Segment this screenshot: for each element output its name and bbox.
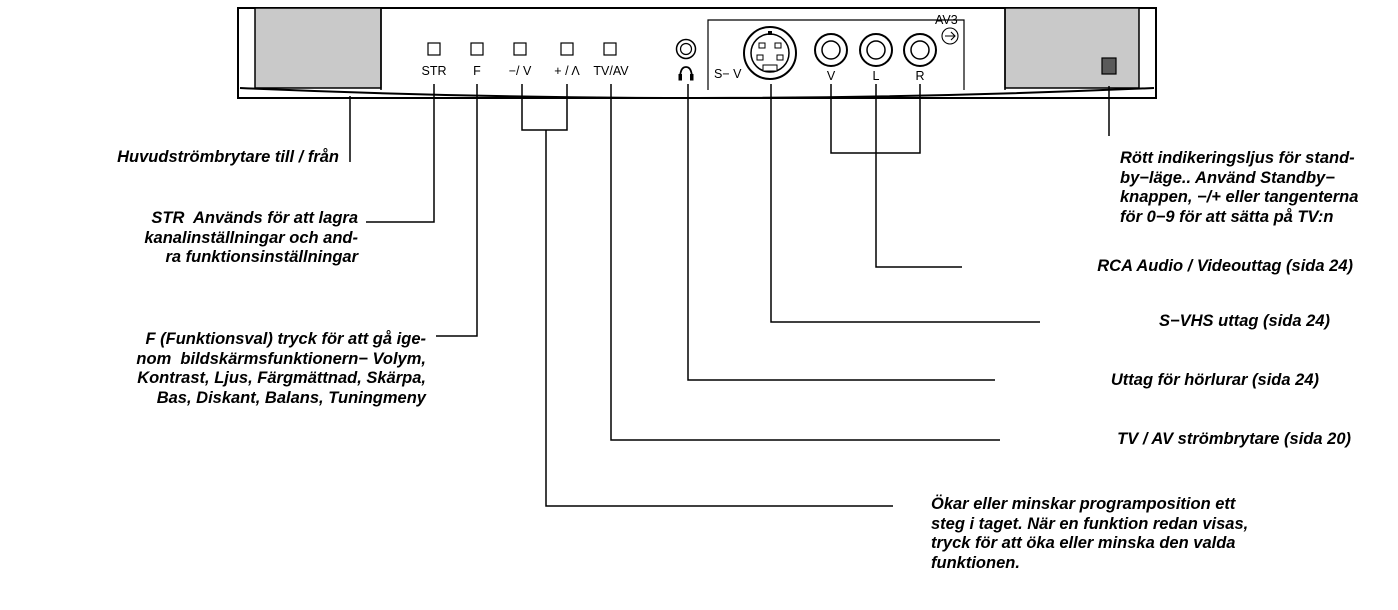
callout-function: F (Funktionsval) tryck för att gå ige- n… <box>136 330 426 407</box>
minus-button[interactable] <box>513 42 527 56</box>
standby-indicator-light <box>1101 57 1117 75</box>
av3-box <box>707 19 965 90</box>
callout-str: STR Används för att lagra kanalinställni… <box>144 209 358 266</box>
leader-headphones <box>687 84 995 381</box>
headphone-jack[interactable] <box>675 38 697 81</box>
left-speaker-grille <box>254 7 382 89</box>
av3-input-section: AV3 S− V V L R <box>707 13 965 90</box>
callout-program: Ökar eller minskar programposition ett s… <box>931 495 1249 572</box>
callout-rca: RCA Audio / Videouttag (sida 24) <box>1097 257 1353 275</box>
tvav-button-label: TV/AV <box>593 64 629 78</box>
plus-button-label: + / Λ <box>554 64 580 78</box>
audio-left-label: L <box>873 69 880 83</box>
callout-main-power: Huvudströmbrytare till / från <box>117 148 339 166</box>
leader-svhs <box>770 84 1040 323</box>
callout-tvav: TV / AV strömbrytare (sida 20) <box>1117 430 1351 448</box>
minus-button-label: −/ V <box>509 64 532 78</box>
av3-label: AV3 <box>935 13 958 27</box>
leader-tvav <box>610 84 1000 441</box>
callout-standby: Rött indikeringsljus för stand- by−läge.… <box>1120 149 1359 226</box>
str-button[interactable] <box>427 42 441 56</box>
leader-lines <box>349 84 1110 507</box>
callout-svhs: S−VHS uttag (sida 24) <box>1158 312 1330 330</box>
leader-plus-minus <box>521 84 568 131</box>
tvav-button[interactable] <box>603 42 617 56</box>
headphone-icon <box>678 66 694 81</box>
leader-function <box>436 84 478 337</box>
audio-right-label: R <box>915 69 924 83</box>
video-jack[interactable] <box>814 33 848 67</box>
video-jack-label: V <box>827 69 836 83</box>
panel-bottom-edge <box>239 87 1155 99</box>
plus-button[interactable] <box>560 42 574 56</box>
control-buttons: STR F −/ V + / Λ TV/AV <box>422 42 629 78</box>
audio-left-jack[interactable] <box>859 33 893 67</box>
headphone-jack-inner <box>679 42 693 56</box>
leader-rca <box>875 84 962 268</box>
svideo-jack[interactable] <box>743 26 797 80</box>
function-button-label: F <box>473 64 481 78</box>
svideo-label: S− V <box>714 67 742 81</box>
front-panel <box>237 7 1157 99</box>
audio-right-jack[interactable] <box>903 33 937 67</box>
right-speaker-grille <box>1004 7 1140 89</box>
str-button-label: STR <box>422 64 447 78</box>
leader-program <box>545 130 893 507</box>
leader-str <box>366 84 435 223</box>
callout-headphones: Uttag för hörlurar (sida 24) <box>1110 371 1319 389</box>
function-button[interactable] <box>470 42 484 56</box>
panel-frame <box>237 7 1157 99</box>
